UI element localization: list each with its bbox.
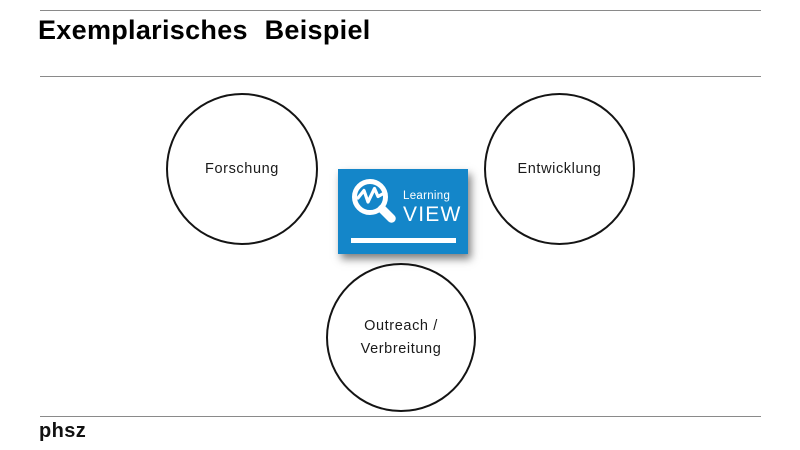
title-divider xyxy=(40,76,761,77)
circle-outreach-label-line2: Verbreitung xyxy=(360,340,442,357)
circle-entwicklung-label: Entwicklung xyxy=(517,161,602,177)
circle-outreach-label: Outreach / Verbreitung xyxy=(361,315,442,360)
logo-learning-label: Learning xyxy=(403,190,451,202)
magnifier-chart-icon xyxy=(352,179,396,223)
circle-forschung: Forschung xyxy=(166,93,318,245)
circle-entwicklung: Entwicklung xyxy=(484,93,635,245)
footer-divider xyxy=(40,416,761,417)
learning-view-logo: Learning VIEW xyxy=(338,169,468,254)
circle-outreach-label-line1: Outreach / xyxy=(364,318,438,335)
top-divider xyxy=(40,10,761,11)
circle-outreach: Outreach / Verbreitung xyxy=(326,263,476,412)
logo-text: Learning VIEW xyxy=(403,190,461,226)
logo-underline xyxy=(351,238,456,243)
page-title: Exemplarisches Beispiel xyxy=(38,15,371,45)
logo-view-label: VIEW xyxy=(403,202,462,226)
phsz-logo: phsz xyxy=(39,420,87,442)
circle-forschung-label: Forschung xyxy=(205,161,279,177)
